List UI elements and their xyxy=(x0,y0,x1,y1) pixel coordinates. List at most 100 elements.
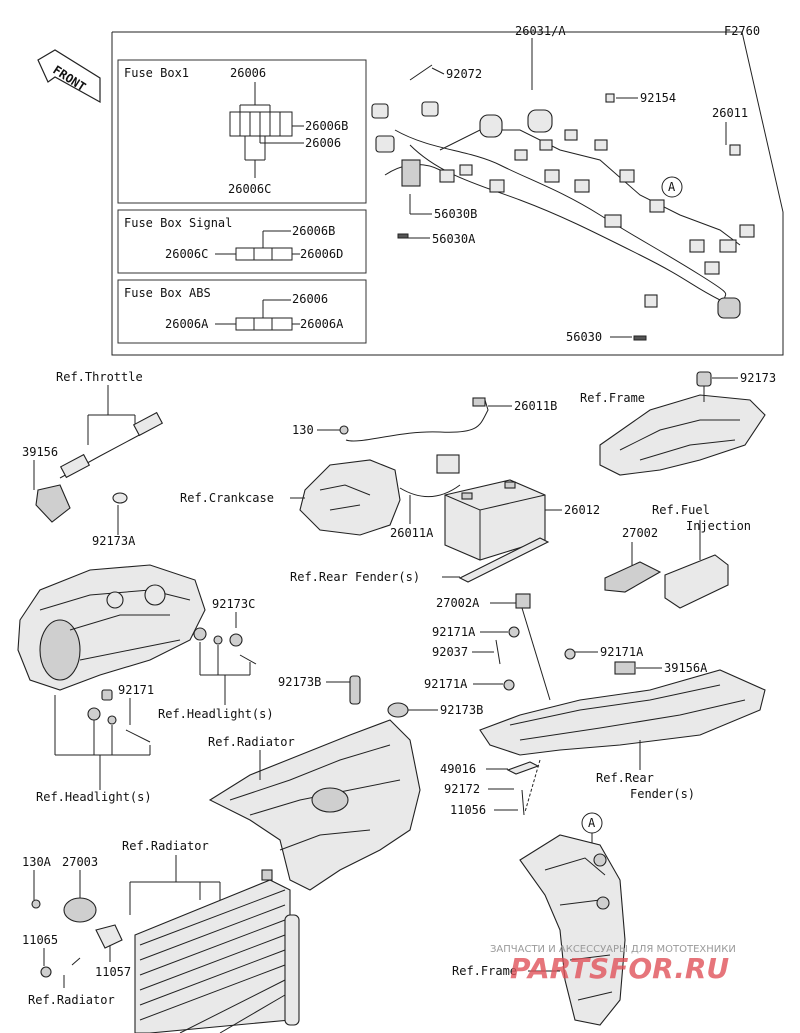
ref-rear-fender-s-label: Ref.Rear Fender(s) xyxy=(290,570,420,584)
callout-26012: 26012 xyxy=(564,503,600,517)
watermark-logo: PARTSFOR.RU xyxy=(510,952,729,985)
watermark-line1: ЗАПЧАСТИ И АКСЕССУАРЫ ДЛЯ МОТОТЕХНИКИ xyxy=(490,944,736,955)
callout-39156: 39156 xyxy=(22,445,58,459)
bolt-130a xyxy=(31,899,41,909)
throttle-sensor-harness xyxy=(35,411,164,523)
bolt-130 xyxy=(339,425,349,435)
callout-11065: 11065 xyxy=(22,933,58,947)
fuse-block xyxy=(229,111,293,137)
callout-92154: 92154 xyxy=(640,91,676,105)
front-arrow-icon: FRONT xyxy=(37,49,101,104)
part-27003 xyxy=(63,897,97,923)
battery-connector xyxy=(436,454,460,474)
callout-26031a: 26031/A xyxy=(515,24,566,38)
fuse-box-abs-label-left: 26006A xyxy=(165,317,209,331)
callout-92173a: 92173A xyxy=(92,534,136,548)
nut-92171a-3 xyxy=(503,679,515,691)
fuse-box-abs-label-right: 26006A xyxy=(300,317,344,331)
part-49016 xyxy=(506,761,540,775)
figure-code: F2760 xyxy=(724,24,760,38)
fuse-box-1-panel xyxy=(117,59,367,204)
ref-rear-fender-2a: Ref.Rear xyxy=(596,771,654,785)
nut-92171a-2 xyxy=(564,648,576,660)
fuse-box-signal-label-b: 26006B xyxy=(292,224,335,238)
part-56030 xyxy=(633,335,647,341)
ref-frame-bottom-label: Ref.Frame xyxy=(452,964,517,978)
ref-rear-fender-2b: Fender(s) xyxy=(630,787,695,801)
ref-crankcase-label: Ref.Crankcase xyxy=(180,491,274,505)
harness-group-frame xyxy=(111,31,784,356)
callout-92173c: 92173C xyxy=(212,597,255,611)
callout-92171a-1: 92171A xyxy=(432,625,476,639)
callout-130a: 130A xyxy=(22,855,52,869)
fuse-box-1-label-c: 26006C xyxy=(228,182,271,196)
ecu-fuel-injection xyxy=(664,554,729,609)
callout-a-marker-top xyxy=(661,176,683,198)
ref-radiator-label-1: Ref.Radiator xyxy=(208,735,295,749)
ref-fuel-label-1: Ref.Fuel xyxy=(652,503,710,517)
callout-26011a: 26011A xyxy=(390,526,434,540)
fuse-box-abs-panel xyxy=(117,279,367,344)
callout-56030: 56030 xyxy=(566,330,602,344)
grommet-92173c-1 xyxy=(193,627,207,641)
callout-a-label-bottom: A xyxy=(588,816,596,830)
fuse-box-1-label-b: 26006B xyxy=(305,119,348,133)
ref-headlight-label-2: Ref.Headlight(s) xyxy=(36,790,152,804)
ref-fuel-label-2: Injection xyxy=(686,519,751,533)
callout-92173b-2: 92173B xyxy=(440,703,483,717)
ref-frame-top-label: Ref.Frame xyxy=(580,391,645,405)
ref-radiator-label-3: Ref.Radiator xyxy=(28,993,115,1007)
callout-92173b-1: 92173B xyxy=(278,675,321,689)
bracket-11057 xyxy=(95,924,123,949)
grommet-92173b-1 xyxy=(349,675,361,705)
fuse-box-1-label-mid: 26006 xyxy=(305,136,341,150)
battery-cable-26011b xyxy=(345,399,489,442)
rear-fender-strap xyxy=(458,537,550,583)
ref-radiator-label-2: Ref.Radiator xyxy=(122,839,209,853)
callout-92171a-3: 92171A xyxy=(424,677,468,691)
clamp-92037 xyxy=(495,639,501,665)
frame-ref-top xyxy=(599,394,766,476)
callout-49016: 49016 xyxy=(440,762,476,776)
grommet-92173b-2 xyxy=(387,702,409,718)
rubber-27002 xyxy=(604,561,662,593)
callout-26011b: 26011B xyxy=(514,399,557,413)
ref-throttle-label: Ref.Throttle xyxy=(56,370,143,384)
part-92173 xyxy=(696,371,712,387)
fuse-strip-signal xyxy=(235,247,293,261)
main-wiring-harness xyxy=(371,93,755,319)
callout-a-label-top: A xyxy=(668,180,676,194)
fuse-box-1-title: Fuse Box1 xyxy=(124,66,189,80)
frame-ref-bottom xyxy=(519,834,626,1026)
callout-27003: 27003 xyxy=(62,855,98,869)
callout-92072: 92072 xyxy=(446,67,482,81)
battery-cable-26011a xyxy=(399,484,461,498)
rear-fender-ref xyxy=(479,669,766,756)
callout-56030a: 56030A xyxy=(432,232,476,246)
callout-11056: 11056 xyxy=(450,803,486,817)
callout-39156a: 39156A xyxy=(664,661,708,675)
fuse-box-signal-title: Fuse Box Signal xyxy=(124,216,232,230)
callout-27002a: 27002A xyxy=(436,596,480,610)
callout-56030b: 56030B xyxy=(434,207,477,221)
crankcase-ref-shape xyxy=(299,459,401,536)
headlight-lens xyxy=(39,619,81,681)
fuse-box-abs-label-top: 26006 xyxy=(292,292,328,306)
callout-92171: 92171 xyxy=(118,683,154,697)
callout-92172: 92172 xyxy=(444,782,480,796)
fuse-box-signal-panel xyxy=(117,209,367,274)
part-27002a xyxy=(515,593,531,609)
part-56030a xyxy=(397,233,409,239)
callout-92171a-2: 92171A xyxy=(600,645,644,659)
nut-92171a-1 xyxy=(508,626,520,638)
callout-27002: 27002 xyxy=(622,526,658,540)
radiator-core xyxy=(134,869,300,1033)
fuse-strip-abs xyxy=(235,317,293,331)
fuse-box-abs-title: Fuse Box ABS xyxy=(124,286,211,300)
fuse-box-signal-label-c: 26006C xyxy=(165,247,208,261)
grommet-11065 xyxy=(40,966,52,978)
fuse-box-signal-label-d: 26006D xyxy=(300,247,343,261)
ref-headlight-label-1: Ref.Headlight(s) xyxy=(158,707,274,721)
